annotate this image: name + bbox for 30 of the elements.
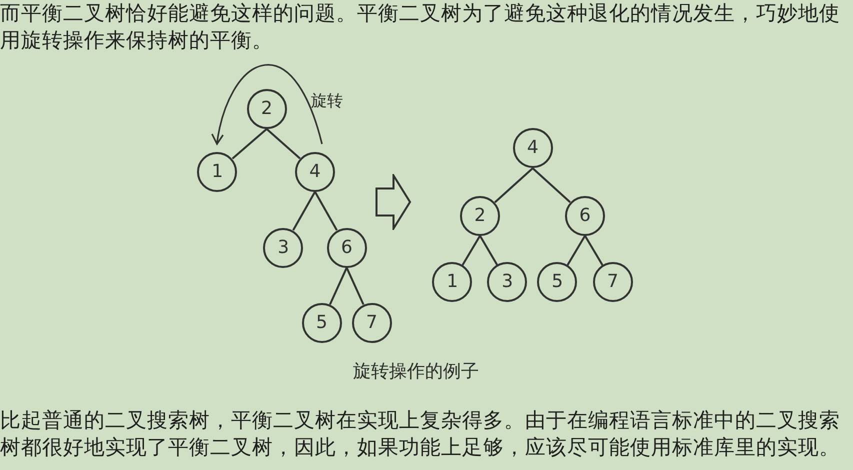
tree-edge <box>266 128 301 160</box>
tree-edge <box>292 191 316 231</box>
tree-edge <box>494 168 534 204</box>
figure-caption: 旋转操作的例子 <box>353 362 479 382</box>
tree-edge <box>532 168 571 203</box>
tree-edge <box>329 267 348 305</box>
tree-node-circle: 4 <box>295 152 335 192</box>
tree-edge <box>462 235 481 266</box>
tree-node-circle: 3 <box>487 262 528 302</box>
tree-edge <box>584 235 604 266</box>
tree-node-circle: 3 <box>263 228 304 268</box>
tree-edge <box>346 267 364 305</box>
tree-node-circle: 5 <box>537 262 578 302</box>
tree-node-circle: 7 <box>352 302 392 343</box>
body-paragraph: 比起普通的二叉搜索树，平衡二叉树在实现上复杂得多。由于在编程语言标准中的二叉搜索树都很好地实现了平衡二叉树，因此，如果功能上足够，应该尽可能使用标准库里的实现。 <box>0 406 841 460</box>
tree-edge <box>566 235 586 266</box>
tree-node-circle: 2 <box>460 196 500 236</box>
rotation-label: 旋转 <box>311 92 343 110</box>
tree-node-circle: 4 <box>512 128 553 168</box>
tree-node-circle: 5 <box>302 302 342 343</box>
tree-node-circle: 6 <box>565 196 605 236</box>
tree-edge <box>314 191 338 231</box>
tree-node-circle: 6 <box>326 228 367 268</box>
tree-node-circle: 1 <box>432 262 472 302</box>
tree-node-circle: 2 <box>246 89 287 129</box>
body-paragraph: 而平衡二叉树恰好能避免这样的问题。平衡二叉树为了避免这种退化的情况发生，巧妙地使用旋转操作来保持树的平衡。 <box>0 0 841 54</box>
tree-edge <box>232 128 268 160</box>
tree-node-circle: 7 <box>592 262 633 302</box>
tree-node-circle: 1 <box>197 152 238 192</box>
tree-edge <box>479 235 498 266</box>
